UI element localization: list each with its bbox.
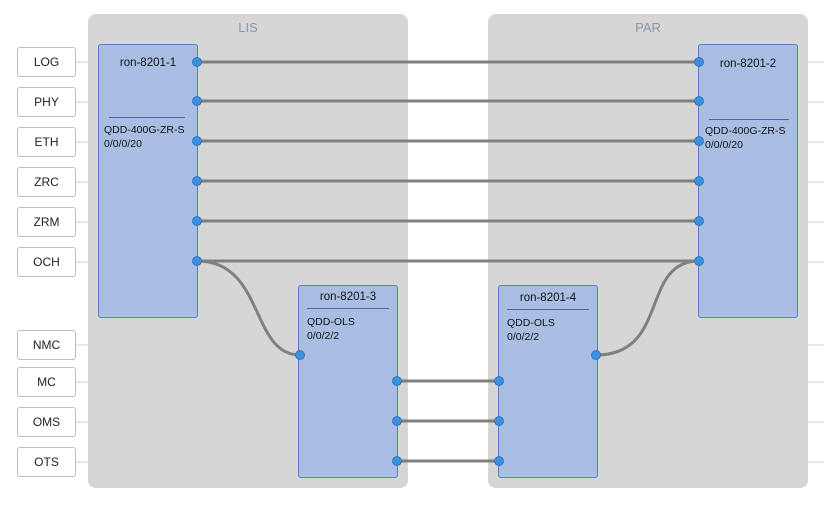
node-port: 0/0/0/20 <box>104 138 142 150</box>
layer-nmc[interactable]: NMC <box>17 330 76 360</box>
node-name: ron-8201-3 <box>319 291 377 303</box>
port-dot[interactable] <box>694 176 704 186</box>
layer-eth[interactable]: ETH <box>17 127 76 157</box>
port-dot[interactable] <box>192 216 202 226</box>
layer-zrc[interactable]: ZRC <box>17 167 76 197</box>
node-name: ron-8201-2 <box>719 58 777 70</box>
node-divider <box>507 309 589 310</box>
layer-oms[interactable]: OMS <box>17 407 76 437</box>
right-guides <box>808 61 824 463</box>
node-ron-8201-2[interactable]: ron-8201-2 QDD-400G-ZR-S 0/0/0/20 <box>698 44 798 318</box>
port-dot[interactable] <box>694 96 704 106</box>
port-dot[interactable] <box>694 136 704 146</box>
port-dot[interactable] <box>591 350 601 360</box>
port-dot[interactable] <box>192 256 202 266</box>
port-dot[interactable] <box>295 350 305 360</box>
port-dot[interactable] <box>694 256 704 266</box>
node-ron-8201-4[interactable]: ron-8201-4 QDD-OLS 0/0/2/2 <box>498 285 598 478</box>
port-dot[interactable] <box>694 57 704 67</box>
site-label-lis: LIS <box>238 20 258 35</box>
node-name: ron-8201-4 <box>519 292 577 304</box>
node-model: QDD-400G-ZR-S <box>705 125 786 137</box>
port-dot[interactable] <box>392 416 402 426</box>
node-name: ron-8201-1 <box>119 57 177 69</box>
node-port: 0/0/2/2 <box>307 330 340 342</box>
port-dot[interactable] <box>494 456 504 466</box>
layer-ots[interactable]: OTS <box>17 447 76 477</box>
layer-log[interactable]: LOG <box>17 47 76 77</box>
node-divider <box>307 308 389 309</box>
layer-och[interactable]: OCH <box>17 247 76 277</box>
node-port: 0/0/0/20 <box>705 139 743 151</box>
port-dot[interactable] <box>192 136 202 146</box>
port-dot[interactable] <box>494 376 504 386</box>
port-dot[interactable] <box>192 176 202 186</box>
node-ron-8201-3[interactable]: ron-8201-3 QDD-OLS 0/0/2/2 <box>298 285 398 478</box>
node-model: QDD-OLS <box>507 317 555 329</box>
port-dot[interactable] <box>694 216 704 226</box>
node-ron-8201-1[interactable]: ron-8201-1 QDD-400G-ZR-S 0/0/0/20 <box>98 44 198 318</box>
node-port: 0/0/2/2 <box>507 331 540 343</box>
layer-guides <box>76 61 88 463</box>
site-label-par: PAR <box>635 20 661 35</box>
node-model: QDD-OLS <box>307 316 355 328</box>
node-model: QDD-400G-ZR-S <box>104 124 185 136</box>
port-dot[interactable] <box>192 96 202 106</box>
port-dot[interactable] <box>392 376 402 386</box>
link-och-to-ols-b[interactable] <box>594 259 701 357</box>
layer-phy[interactable]: PHY <box>17 87 76 117</box>
layer-mc[interactable]: MC <box>17 367 76 397</box>
port-dot[interactable] <box>192 57 202 67</box>
port-dot[interactable] <box>392 456 402 466</box>
node-divider <box>109 117 185 118</box>
layer-zrm[interactable]: ZRM <box>17 207 76 237</box>
link-och-to-ols-a[interactable] <box>195 259 302 357</box>
node-divider <box>709 119 789 120</box>
port-dot[interactable] <box>494 416 504 426</box>
